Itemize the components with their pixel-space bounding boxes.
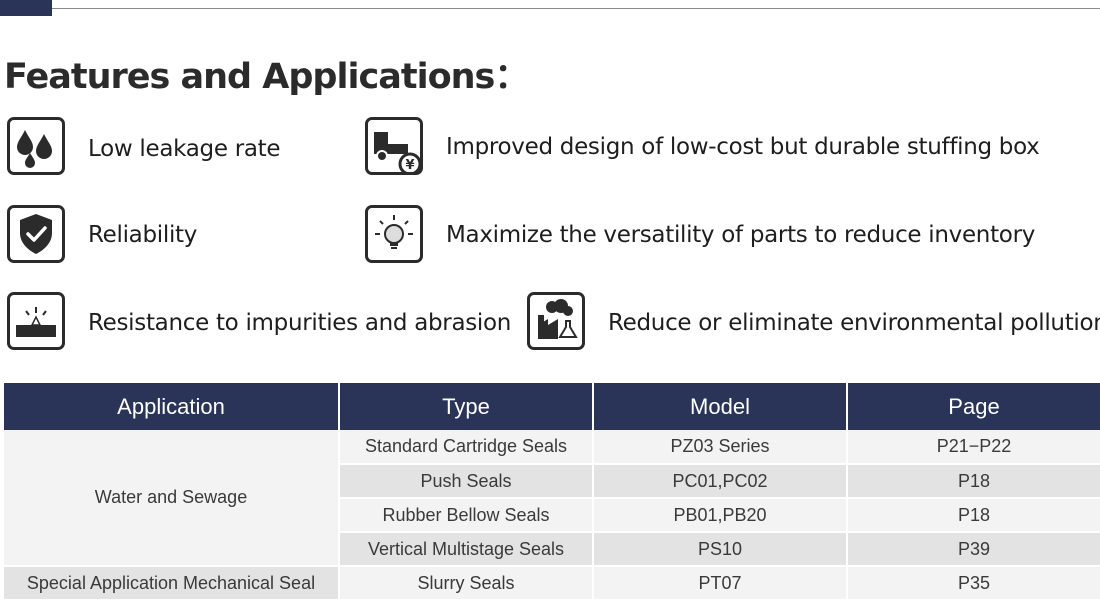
feature-versatility: Maximize the versatility of parts to red… bbox=[446, 222, 1036, 248]
type-cell: Standard Cartridge Seals bbox=[339, 430, 594, 465]
page-cell: P21−P22 bbox=[847, 430, 1100, 465]
shield-check-icon bbox=[7, 205, 65, 263]
model-cell: PB01,PB20 bbox=[593, 498, 848, 533]
top-accent-bar bbox=[0, 0, 52, 16]
abrasion-icon bbox=[7, 292, 65, 350]
feature-abrasion: Resistance to impurities and abrasion bbox=[88, 310, 512, 336]
top-divider-line bbox=[52, 8, 1100, 9]
feature-stuffing-box: Improved design of low-cost but durable … bbox=[446, 134, 1040, 160]
feature-low-leakage: Low leakage rate bbox=[88, 136, 281, 162]
type-cell: Rubber Bellow Seals bbox=[339, 498, 594, 533]
svg-text:¥: ¥ bbox=[405, 158, 414, 172]
type-cell: Vertical Multistage Seals bbox=[339, 532, 594, 567]
water-drops-icon bbox=[7, 117, 65, 175]
table-row: Push Seals PC01,PC02 P18 bbox=[4, 464, 1100, 499]
table-row: Rubber Bellow Seals PB01,PB20 P18 bbox=[4, 498, 1100, 533]
type-cell: Slurry Seals bbox=[339, 566, 594, 601]
application-cell: Water and Sewage bbox=[4, 430, 340, 567]
application-cell: Special Application Mechanical Seal bbox=[4, 566, 340, 601]
feature-pollution: Reduce or eliminate environmental pollut… bbox=[608, 310, 1100, 336]
table-row: Vertical Multistage Seals PS10 P39 bbox=[4, 532, 1100, 567]
factory-pollution-icon bbox=[527, 292, 585, 350]
table-header-row: Application Type Model Page bbox=[4, 383, 1100, 430]
page-heading: Features and Applications： bbox=[4, 57, 529, 97]
feature-reliability: Reliability bbox=[88, 222, 198, 248]
page-cell: P39 bbox=[847, 532, 1100, 567]
page-cell: P35 bbox=[847, 566, 1100, 601]
table-row: Water and Sewage Standard Cartridge Seal… bbox=[4, 430, 1100, 567]
applications-table: Application Type Model Page Water and Se… bbox=[4, 383, 1100, 601]
model-cell: PS10 bbox=[593, 532, 848, 567]
header-application: Application bbox=[4, 383, 340, 430]
header-page: Page bbox=[847, 383, 1100, 430]
page-cell: P18 bbox=[847, 464, 1100, 499]
model-cell: PZ03 Series bbox=[593, 430, 848, 465]
model-cell: PT07 bbox=[593, 566, 848, 601]
header-model: Model bbox=[593, 383, 848, 430]
header-type: Type bbox=[339, 383, 594, 430]
page-cell: P18 bbox=[847, 498, 1100, 533]
table-row: Special Application Mechanical Seal Slur… bbox=[4, 566, 1100, 601]
truck-cost-icon: ¥ bbox=[365, 117, 423, 175]
type-cell: Push Seals bbox=[339, 464, 594, 499]
light-bulb-icon bbox=[365, 205, 423, 263]
model-cell: PC01,PC02 bbox=[593, 464, 848, 499]
